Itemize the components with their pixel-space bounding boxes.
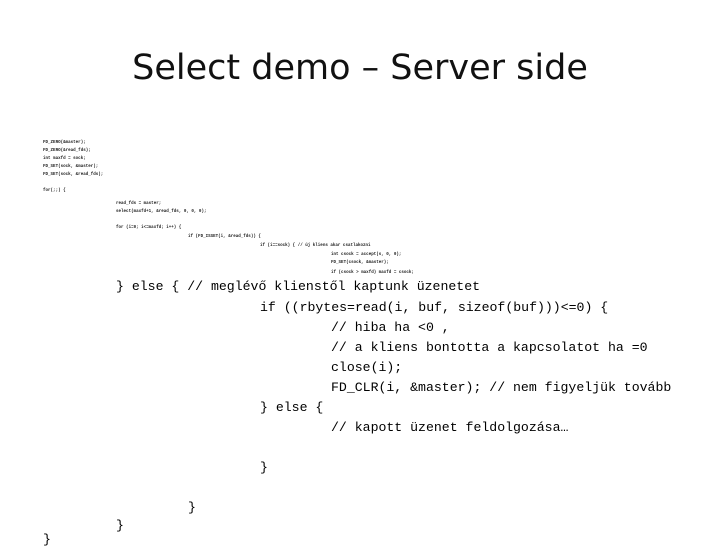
code-line: } else { // meglévő klienstől kaptunk üz… <box>116 279 481 294</box>
tiny-code-line: if (csock > maxfd) maxfd = csock; <box>331 271 414 275</box>
tiny-code-line: FD_SET(sock, &master); <box>43 165 99 169</box>
slide-title: Select demo – Server side <box>132 48 588 88</box>
code-line: } <box>260 460 268 475</box>
tiny-code-line: for (i=0; i<=maxfd; i++) { <box>116 226 182 230</box>
code-line: FD_CLR(i, &master); // nem figyeljük tov… <box>331 380 672 395</box>
code-line: // hiba ha <0 , <box>331 320 450 335</box>
tiny-code-line: if (i==sock) { // új kliens akar csatlak… <box>260 244 371 248</box>
code-line: // kapott üzenet feldolgozása… <box>331 420 569 435</box>
code-line: close(i); <box>331 360 403 375</box>
tiny-code-line: FD_ZERO(&read_fds); <box>43 149 91 153</box>
code-line: } <box>116 518 124 533</box>
code-line: if ((rbytes=read(i, buf, sizeof(buf)))<=… <box>260 300 609 315</box>
tiny-code-line: int maxfd = sock; <box>43 157 86 161</box>
tiny-code-line: select(maxfd+1, &read_fds, 0, 0, 0); <box>116 210 207 214</box>
tiny-code-line: FD_SET(csock, &master); <box>331 261 389 265</box>
tiny-code-line: FD_ZERO(&master); <box>43 141 86 145</box>
code-line: // a kliens bontotta a kapcsolatot ha =0 <box>331 340 648 355</box>
tiny-code-line: int csock = accept(s, 0, 0); <box>331 253 402 257</box>
tiny-code-line: FD_SET(sock, &read_fds); <box>43 173 104 177</box>
tiny-code-line: if (FD_ISSET(i, &read_fds)) { <box>188 235 261 239</box>
code-line: } <box>188 500 196 515</box>
tiny-code-line: read_fds = master; <box>116 202 162 206</box>
code-line: } else { <box>260 400 324 415</box>
tiny-code-line: for(;;) { <box>43 189 66 193</box>
code-line: } <box>43 532 51 547</box>
